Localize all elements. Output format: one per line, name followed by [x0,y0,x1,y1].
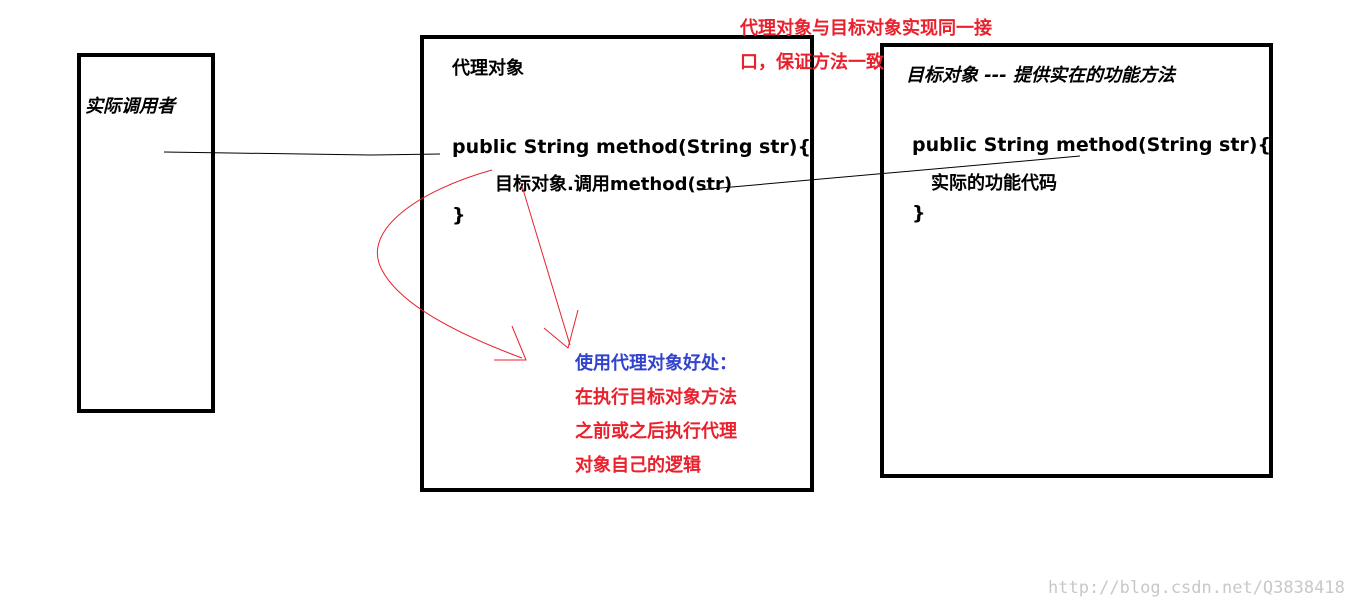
benefit-title: 使用代理对象好处： [575,353,737,374]
interface-note-line1: 代理对象与目标对象实现同一接 [740,18,992,39]
caller-label: 实际调用者 [85,96,175,117]
benefit-line3: 对象自己的逻辑 [575,455,701,476]
proxy-method-signature: public String method(String str){ [452,136,812,158]
target-method-signature: public String method(String str){ [912,134,1272,156]
proxy-method-call: 目标对象.调用method(str) [495,174,733,195]
proxy-method-close: } [452,204,466,226]
proxy-title: 代理对象 [452,58,524,79]
target-title: 目标对象 --- 提供实在的功能方法 [906,65,1175,86]
target-object-box [880,43,1273,478]
interface-note-line2: 口，保证方法一致 [740,52,884,73]
benefit-line1: 在执行目标对象方法 [575,387,737,408]
target-method-close: } [912,202,926,224]
caller-box [77,53,215,413]
benefit-line2: 之前或之后执行代理 [575,421,737,442]
target-method-body: 实际的功能代码 [931,173,1057,194]
watermark-url: http://blog.csdn.net/Q3838418 [1048,578,1345,598]
